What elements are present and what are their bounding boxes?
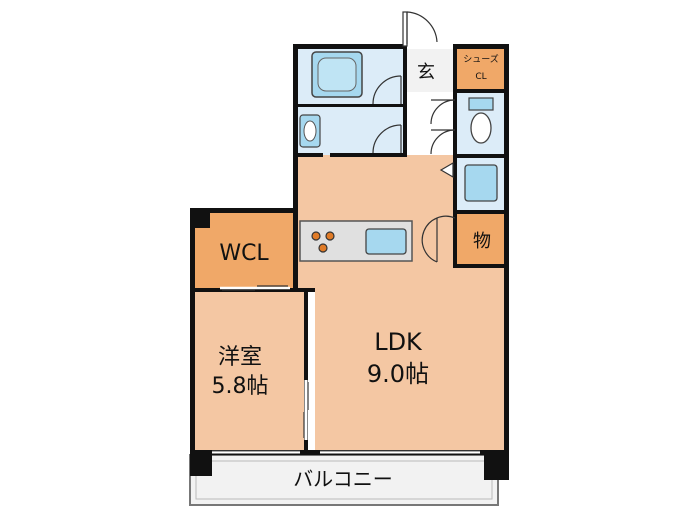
shoes-closet-label-line2: CL [475,72,486,82]
ldk-size-label: 9.0帖 [367,360,429,388]
toilet-bowl [470,112,492,144]
storage-room [456,212,506,266]
bathtub-inner [317,57,357,92]
shoes-closet-label-line1: シューズ [463,53,499,65]
western-size-label: 5.8帖 [212,374,269,399]
stove-burner-3 [318,243,328,253]
washbasin-bowl [303,120,317,142]
western-name-label: 洋室 [218,345,262,370]
stove-burner-1 [311,231,321,241]
ldk-name-label: LDK [374,328,423,356]
kitchen-sink [365,228,407,255]
doors [212,11,480,454]
western-room [193,290,308,452]
laundry-pan [464,164,498,202]
wcl-room [193,212,296,290]
entrance-label: 玄 [417,62,435,83]
stove-burner-2 [325,231,335,241]
balcony [189,454,499,506]
toilet-tank [468,97,494,111]
storage-label: 物 [473,231,491,252]
wcl-label: WCL [219,241,269,266]
shoes-closet [456,47,506,91]
entrance-floor [407,49,454,92]
balcony-label: バルコニー [293,467,393,491]
